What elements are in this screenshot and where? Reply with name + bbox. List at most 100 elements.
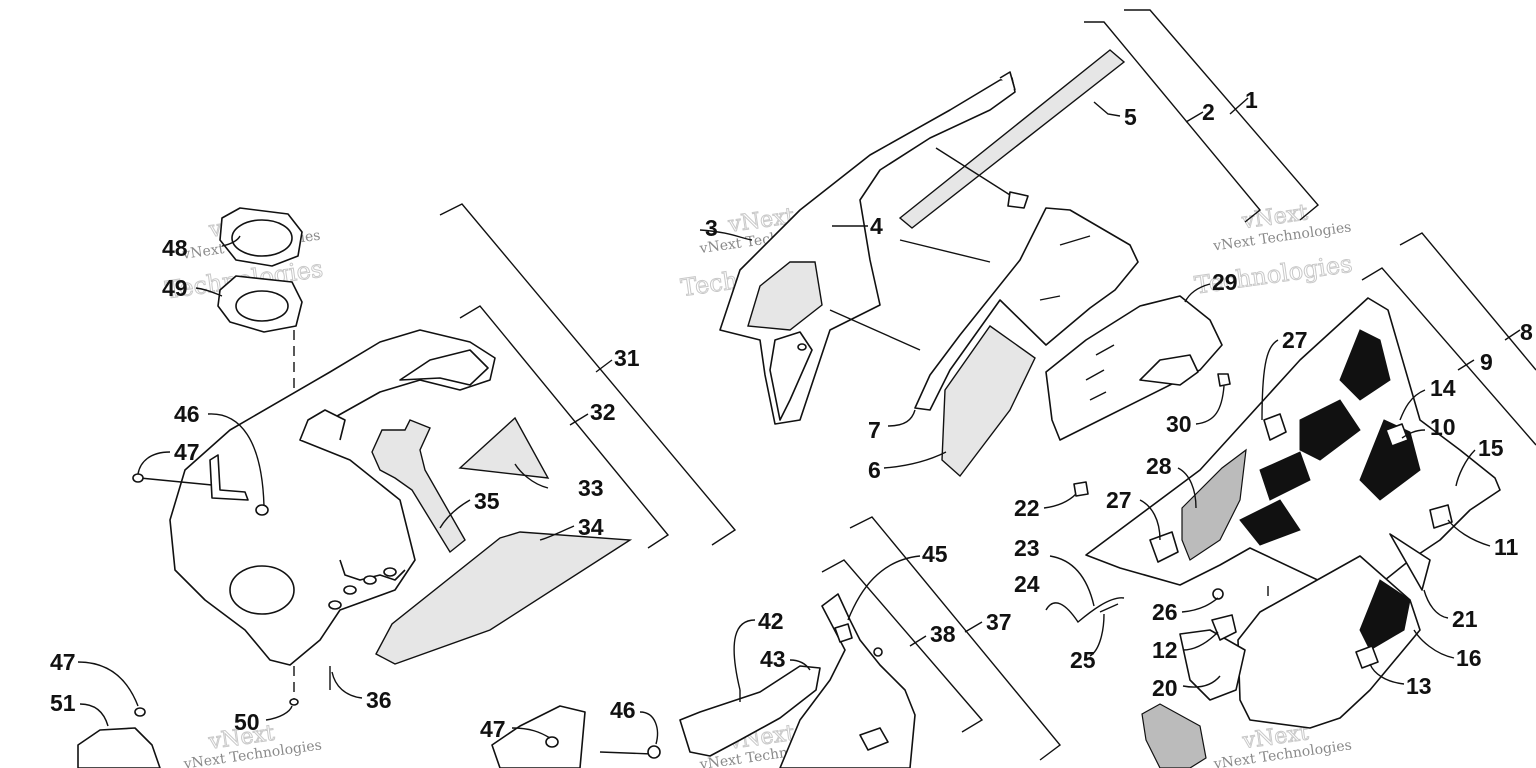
leader-16 <box>1413 629 1455 659</box>
callout-2: 2 <box>1202 99 1215 125</box>
hood-3 <box>719 71 1016 425</box>
callout-23: 23 <box>1014 535 1040 561</box>
clip-30 <box>1217 373 1231 387</box>
leader-5 <box>1093 101 1121 117</box>
bracket-31 <box>439 203 737 546</box>
screw-47 <box>139 477 213 486</box>
vent-grille <box>1141 703 1207 768</box>
callout-38: 38 <box>930 621 956 647</box>
foam-33 <box>458 416 550 479</box>
foam-6 <box>941 325 1036 478</box>
bracket-32 <box>459 305 670 549</box>
foam-5 <box>898 49 1126 229</box>
callout-15: 15 <box>1478 435 1504 461</box>
washer-26 <box>1212 588 1224 600</box>
callout-11: 11 <box>1494 534 1519 560</box>
clip-4 <box>1007 191 1029 209</box>
callout-10: 10 <box>1430 414 1456 440</box>
callout-27-lower: 27 <box>1106 487 1132 513</box>
pin-25 <box>1099 603 1119 613</box>
leader-lines <box>77 101 1491 745</box>
leader-30 <box>1195 385 1225 425</box>
gasket-48 <box>219 207 303 267</box>
dash-line <box>935 147 1011 196</box>
leader-9 <box>1457 359 1475 371</box>
bracket-8 <box>1399 232 1536 371</box>
leader-49 <box>195 287 223 297</box>
leader-47b <box>77 661 139 707</box>
leader-51 <box>79 703 109 727</box>
leader-8 <box>1504 329 1521 341</box>
leader-20 <box>1182 675 1221 688</box>
leader-43 <box>789 659 811 671</box>
cable-24 <box>1045 597 1125 624</box>
leader-12 <box>1182 631 1219 651</box>
callout-26: 26 <box>1152 599 1178 625</box>
leader-29 <box>1184 283 1211 303</box>
leader-14 <box>1399 389 1426 421</box>
callout-8: 8 <box>1520 319 1533 345</box>
leader-7 <box>887 409 916 427</box>
callout-1: 1 <box>1245 87 1258 113</box>
leader-1 <box>1229 97 1249 115</box>
leader-3 <box>699 229 753 241</box>
side-panel-16 <box>1237 555 1421 729</box>
callout-3: 3 <box>705 215 718 241</box>
callout-48: 48 <box>162 235 188 261</box>
leader-31 <box>595 359 613 373</box>
leader-23 <box>1049 555 1095 607</box>
callout-6: 6 <box>868 457 881 483</box>
windshield-7 <box>914 207 1139 411</box>
callout-47-bottom: 47 <box>480 716 506 742</box>
callout-14: 14 <box>1430 375 1456 401</box>
callout-29: 29 <box>1212 269 1238 295</box>
bracket-46 <box>491 705 661 768</box>
callout-34: 34 <box>578 514 604 540</box>
callout-37: 37 <box>986 609 1012 635</box>
leader-4c <box>829 309 921 351</box>
belly-pan-31 <box>169 329 496 666</box>
callout-46-bottom: 46 <box>610 697 636 723</box>
callout-47-bottomleft: 47 <box>50 649 76 675</box>
leader-46 <box>207 413 265 507</box>
screw-head-47 <box>132 473 144 483</box>
leader-37 <box>964 621 983 633</box>
callout-32: 32 <box>590 399 616 425</box>
bracket-1 <box>1124 9 1319 221</box>
leader-38 <box>909 635 927 647</box>
leader-4b <box>899 239 991 263</box>
leader-27b <box>1139 499 1161 541</box>
leader-25 <box>1089 613 1105 657</box>
callout-5: 5 <box>1124 104 1137 130</box>
foam-34 <box>375 531 633 665</box>
callout-24: 24 <box>1014 571 1040 597</box>
callout-35: 35 <box>474 488 500 514</box>
callout-25: 25 <box>1070 647 1096 673</box>
leader-48 <box>221 235 241 247</box>
gasket-49 <box>217 275 303 333</box>
callout-49: 49 <box>162 275 188 301</box>
callout-4: 4 <box>870 213 883 239</box>
callout-50: 50 <box>234 709 260 735</box>
callout-43: 43 <box>760 646 786 672</box>
leader-47c <box>511 727 551 739</box>
callout-45: 45 <box>922 541 948 567</box>
callout-46-left: 46 <box>174 401 200 427</box>
part-51 <box>77 727 161 768</box>
leader-35 <box>439 499 471 529</box>
leader-50 <box>265 705 293 721</box>
leader-47 <box>137 451 171 475</box>
leader-42 <box>733 619 756 691</box>
bracket-lines <box>439 9 1536 761</box>
lower-panel-37 <box>779 593 916 768</box>
callout-20: 20 <box>1152 675 1178 701</box>
leader-2 <box>1185 111 1204 123</box>
windshield-glare <box>1059 235 1091 246</box>
bracket-9 <box>1361 267 1536 446</box>
callout-13: 13 <box>1406 673 1432 699</box>
leader-11 <box>1447 519 1491 547</box>
panel-29 <box>1045 295 1223 441</box>
callout-27-upper: 27 <box>1282 327 1308 353</box>
leader-46b <box>639 711 659 745</box>
